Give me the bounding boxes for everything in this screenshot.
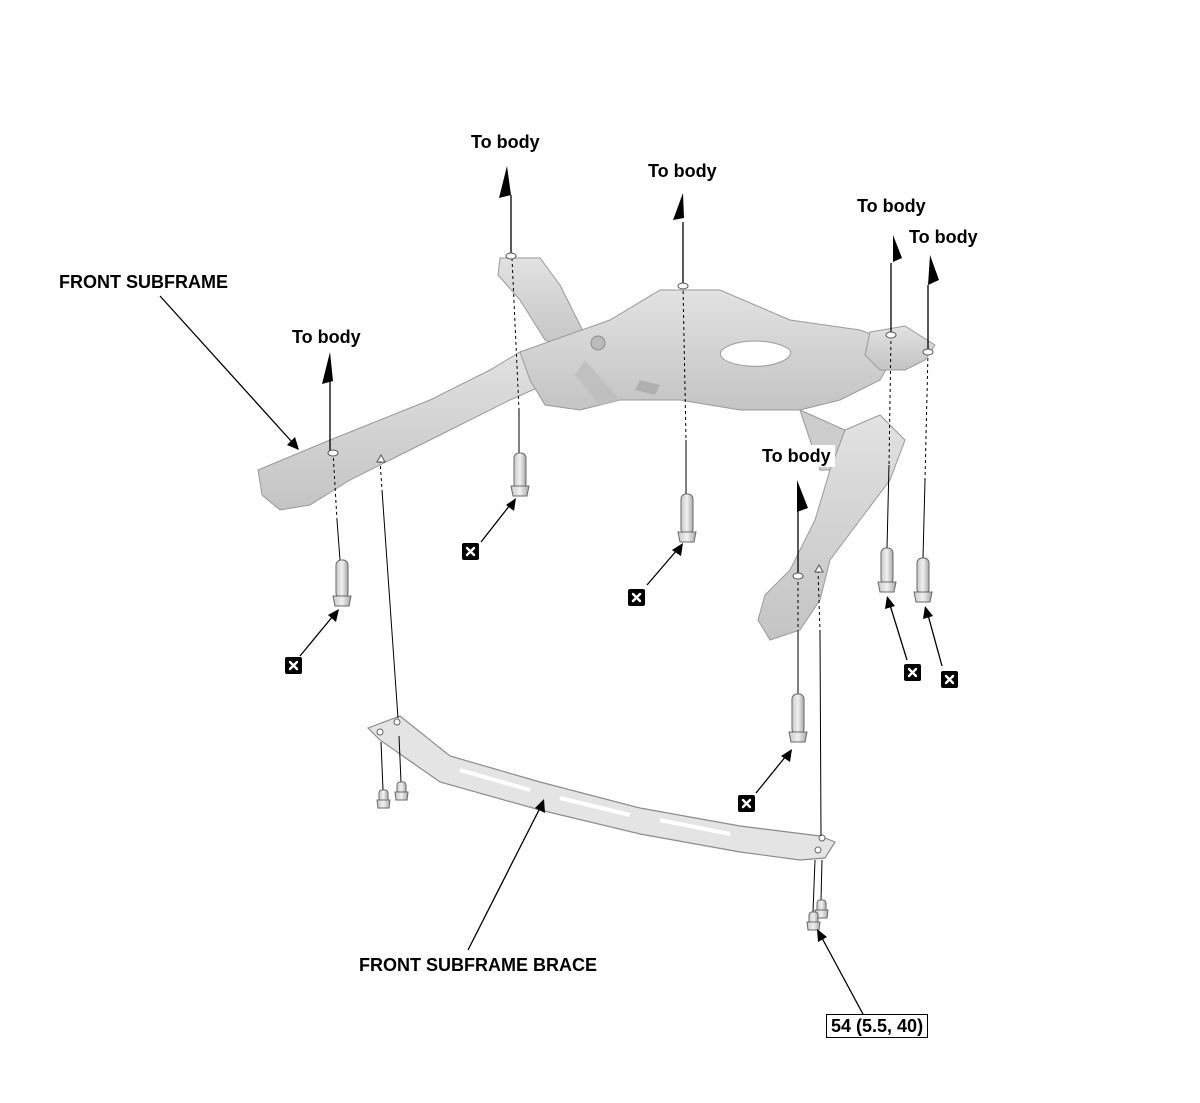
to-body-label-left-rear: To body <box>471 132 540 152</box>
front-subframe-part <box>257 257 936 641</box>
to-body-label-left-front: To body <box>292 327 361 347</box>
to-body-label-center-rear: To body <box>648 161 717 181</box>
brace-bolt-left-a <box>376 789 391 809</box>
bolt-lower-lines <box>336 410 926 913</box>
bolt-right-front <box>788 693 808 743</box>
to-body-label-right-rear-a: To body <box>857 196 926 216</box>
brace-bolts <box>376 781 829 931</box>
leader-lines <box>159 295 943 1017</box>
to-body-label-right-front: To body <box>758 445 835 467</box>
brace-bolt-right-b <box>806 911 821 931</box>
bolt-right-rear-a <box>877 547 897 593</box>
to-body-arrows <box>322 166 939 574</box>
front-subframe-brace-label: FRONT SUBFRAME BRACE <box>359 955 597 975</box>
replace-part-icon <box>904 664 921 681</box>
bolt-center-rear <box>677 493 697 543</box>
replace-part-icon <box>628 589 645 606</box>
bolt-axis-lines <box>332 257 929 633</box>
to-body-label-right-rear-b: To body <box>909 227 978 247</box>
replace-part-icon <box>462 543 479 560</box>
bolt-left-front <box>332 559 352 607</box>
bolt-right-rear-b <box>913 557 933 603</box>
subframe-bolts <box>332 452 933 743</box>
replace-part-icon <box>738 795 755 812</box>
replace-part-icon <box>285 657 302 674</box>
front-subframe-label: FRONT SUBFRAME <box>59 272 228 292</box>
front-subframe-brace-part <box>366 715 836 861</box>
mount-holes <box>327 252 934 580</box>
brace-bolt-left-b <box>394 781 409 801</box>
replace-part-icon <box>941 671 958 688</box>
torque-spec-label: 54 (5.5, 40) <box>826 1014 929 1038</box>
bolt-left-rear <box>510 452 530 497</box>
